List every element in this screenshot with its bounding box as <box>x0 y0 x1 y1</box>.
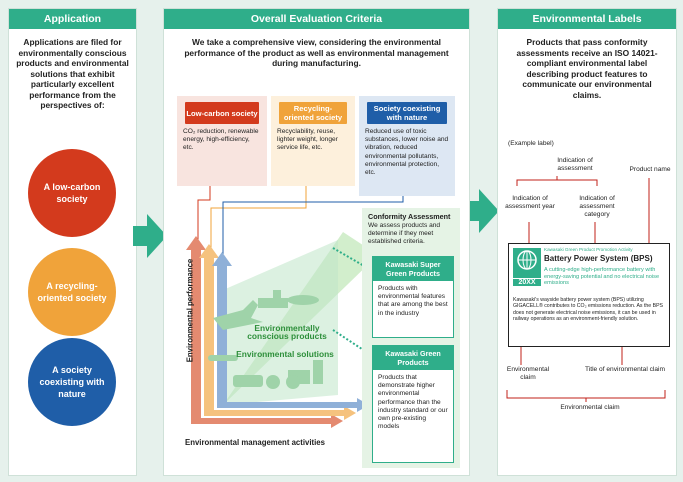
card-small-title: Kawasaki Green Product Promotion Activit… <box>544 247 633 252</box>
circle-society: A society coexisting with nature <box>28 338 116 426</box>
indication-category: Indication of assessment category <box>579 195 615 219</box>
axis-head-orange <box>199 244 219 258</box>
conformity-title: Conformity Assessment <box>368 212 451 221</box>
y-axis-label: Environmental performance <box>185 258 195 363</box>
conformity-text: We assess products and determine if they… <box>368 222 441 246</box>
axis-bar-red <box>191 248 201 418</box>
labels-intro: Products that pass conformity assessment… <box>516 37 658 100</box>
indication-year: Indication of assessment year <box>505 195 555 211</box>
circle-low-carbon: A low-carbon society <box>28 149 116 237</box>
green-box: Kawasaki Green Products Products that de… <box>372 345 454 463</box>
criteria-box-recycling: Recycling-oriented society Recyclability… <box>271 96 355 186</box>
card-emblem-icon <box>513 248 541 278</box>
connector-recycling <box>210 186 307 265</box>
axis-bar-blue <box>217 264 227 406</box>
evaluation-diagram <box>186 186 404 428</box>
flow-arrow-1 <box>133 214 167 258</box>
super-green-title: Kawasaki Super Green Products <box>373 257 453 281</box>
axis-bar-orange <box>204 256 214 411</box>
indication-assessment: Indication of assessment <box>557 157 593 173</box>
xaxis-head-red <box>331 414 343 428</box>
card-product-name: Battery Power System (BPS) <box>544 254 653 263</box>
xaxis-bar-red <box>191 418 331 424</box>
green-area <box>223 240 338 405</box>
product-silhouettes-icon <box>208 290 323 389</box>
application-text: Applications are filed for environmental… <box>16 37 129 110</box>
xaxis-head-orange <box>344 406 356 420</box>
xaxis-bar-blue <box>217 402 357 408</box>
axis-head-red <box>186 236 206 250</box>
criteria-box-low-carbon: Low-carbon society CO₂ reduction, renewa… <box>177 96 267 186</box>
super-green-body: Products with environmental features tha… <box>378 285 448 317</box>
society-body: Reduced use of toxic substances, lower n… <box>365 128 449 177</box>
center-label-solutions: Environmental solutions <box>236 349 334 359</box>
axis-head-blue <box>212 252 232 266</box>
criteria-intro: We take a comprehensive view, considerin… <box>184 37 449 68</box>
super-green-box: Kawasaki Super Green Products Products w… <box>372 256 454 338</box>
example-label: (Example label) <box>508 140 554 147</box>
xaxis-bar-orange <box>204 410 344 416</box>
application-header: Application <box>9 9 136 29</box>
globe-icon <box>517 250 537 270</box>
connector-society <box>222 196 404 270</box>
green-body: Products that demonstrate higher environ… <box>378 374 448 431</box>
low-carbon-body: CO₂ reduction, renewable energy, high-ef… <box>183 128 259 152</box>
flow-arrow-2 <box>465 189 499 233</box>
green-title: Kawasaki Green Products <box>373 346 453 370</box>
circle-recycling: A recycling-oriented society <box>28 248 116 336</box>
label-card: 20XX Kawasaki Green Product Promotion Ac… <box>508 243 670 347</box>
society-title: Society coexisting with nature <box>367 102 447 124</box>
title-of-claim: Title of environmental claim <box>585 366 666 373</box>
criteria-header: Overall Evaluation Criteria <box>164 9 469 29</box>
env-claim-left: Environmental claim <box>506 366 550 382</box>
label-brackets <box>506 176 666 402</box>
criteria-box-society: Society coexisting with nature Reduced u… <box>359 96 455 196</box>
env-claim-bottom: Environmental claim <box>560 404 620 411</box>
card-description: A cutting-edge high-performance battery … <box>544 267 660 287</box>
x-axis-label: Environmental management activities <box>185 438 325 447</box>
recycling-body: Recyclability, reuse, lighter weight, lo… <box>277 128 338 152</box>
product-name-label: Product name <box>629 166 671 173</box>
low-carbon-title: Low-carbon society <box>185 102 259 124</box>
connector-low-carbon <box>197 186 211 260</box>
recycling-title: Recycling-oriented society <box>279 102 347 124</box>
labels-header: Environmental Labels <box>498 9 676 29</box>
center-label-products: Environmentally conscious products <box>247 323 327 342</box>
card-body: Kawasaki's wayside battery power system … <box>513 297 663 323</box>
card-year: 20XX <box>513 279 541 286</box>
